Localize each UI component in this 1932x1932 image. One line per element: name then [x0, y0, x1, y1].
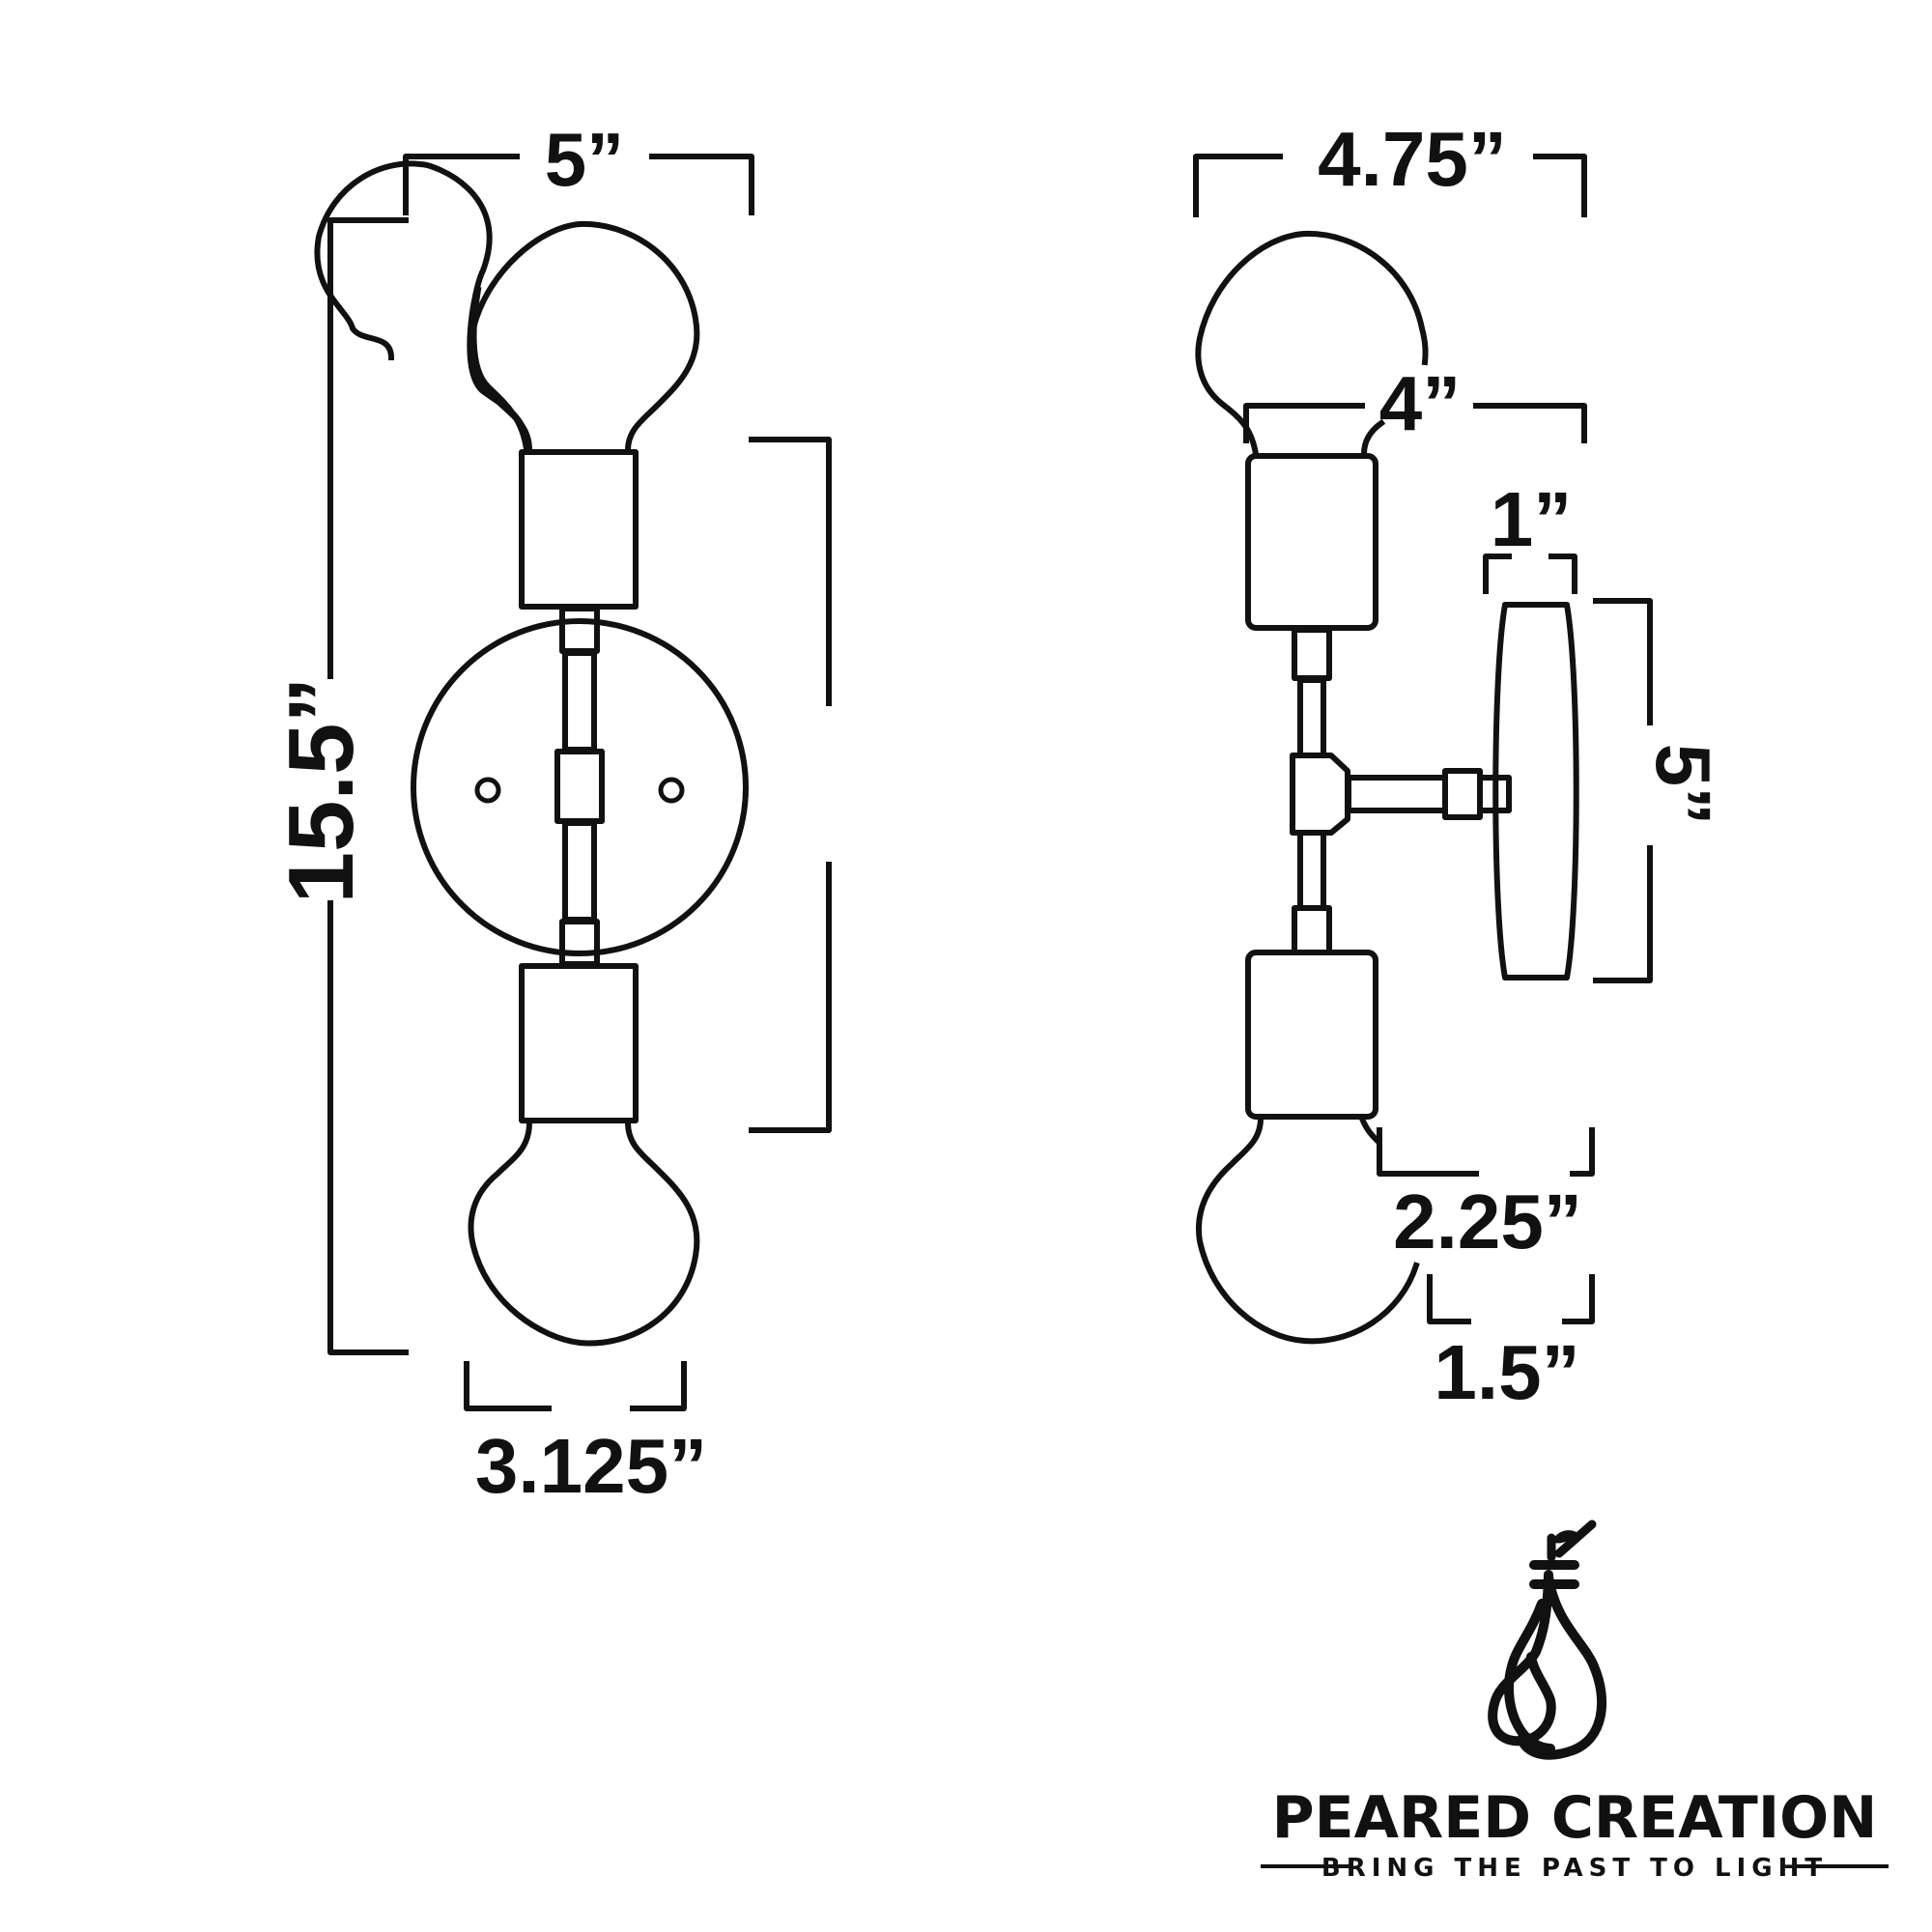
front-canopy-plate [411, 618, 749, 956]
front-height-bracket-top [327, 217, 409, 679]
side-arm-rod [1346, 775, 1448, 813]
front-rod-upper [562, 650, 597, 753]
front-bottom-coupler [559, 919, 600, 967]
front-width-label: 5” [545, 117, 624, 202]
side-arm-bracket-right [1473, 403, 1587, 443]
pear-bulb-icon [1488, 1520, 1607, 1760]
front-top-bulb-clean [468, 220, 700, 454]
side-bottom-bulb [1196, 1115, 1420, 1345]
brand-logo: PEARED CREATION BRING THE PAST TO LIGHT [1261, 1520, 1889, 1883]
side-top-coupler [1292, 627, 1332, 681]
side-width-bracket-left [1193, 154, 1283, 217]
front-canopy-bracket-bottom [749, 862, 832, 1133]
side-depth-label: 1” [1491, 476, 1573, 562]
front-screw-hole-left [474, 777, 501, 804]
front-canopy-bracket-top [749, 437, 832, 706]
side-rod-lower [1297, 830, 1326, 911]
side-top-bulb-neck [1360, 418, 1386, 458]
front-rod-lower [562, 820, 597, 923]
side-arm-label: 4” [1379, 360, 1462, 446]
side-offset-bracket-left [1427, 1274, 1471, 1324]
side-rod-upper [1297, 677, 1326, 758]
side-bottom-bulb-neck [1358, 1115, 1381, 1145]
front-width-bracket-left [403, 154, 520, 215]
side-arm-bracket-left [1243, 403, 1365, 443]
brand-tagline: BRING THE PAST TO LIGHT [1321, 1854, 1828, 1883]
side-top-socket [1245, 453, 1378, 631]
side-plate-bracket-top [1593, 598, 1653, 725]
side-extension-label: 2.25” [1393, 1179, 1582, 1264]
side-extension-bracket-left [1377, 1127, 1479, 1177]
side-plate-label: 5” [1640, 744, 1726, 826]
front-base-bracket-right [630, 1361, 687, 1411]
front-screw-hole-right [658, 777, 685, 804]
side-offset-label: 1.5” [1434, 1329, 1579, 1415]
side-extension-bracket-right [1570, 1127, 1595, 1177]
side-depth-bracket-left [1483, 554, 1512, 594]
side-width-label: 4.75” [1318, 116, 1507, 202]
front-width-bracket-right [649, 154, 754, 215]
side-offset-bracket-right [1562, 1274, 1595, 1324]
front-height-bracket-bottom [327, 900, 409, 1355]
front-top-bulb [314, 160, 530, 450]
side-plate-bracket-bottom [1593, 845, 1653, 983]
front-view: 5” 15.5” 3.125” [270, 117, 832, 1509]
front-base-label: 3.125” [475, 1423, 707, 1509]
front-height-label: 15.5” [270, 677, 373, 904]
side-junction-block [1290, 753, 1350, 836]
side-arm-coupler [1442, 768, 1483, 820]
brand-name: PEARED CREATION [1272, 1784, 1878, 1852]
side-bottom-socket [1245, 950, 1378, 1120]
side-width-bracket-right [1533, 154, 1587, 217]
side-bottom-coupler [1292, 905, 1332, 955]
front-center-block [554, 749, 605, 824]
side-depth-bracket-right [1548, 554, 1577, 594]
front-base-bracket-left [464, 1361, 552, 1411]
front-bottom-bulb [468, 1119, 700, 1347]
side-top-bulb [1195, 230, 1429, 458]
side-view: 4.75” 4” 1” 5” 2.25” 1.5” [1193, 116, 1726, 1415]
front-top-socket [519, 449, 639, 610]
side-wall-plate [1492, 602, 1579, 980]
front-bottom-socket [519, 963, 639, 1123]
front-top-coupler [559, 606, 600, 654]
